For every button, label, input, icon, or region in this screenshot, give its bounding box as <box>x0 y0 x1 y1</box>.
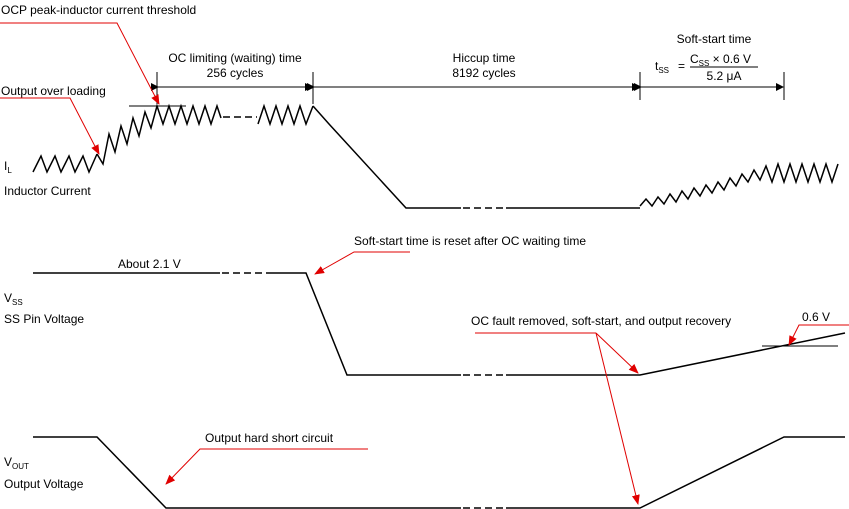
il-decay <box>312 105 461 209</box>
oc-limiting-title: OC limiting (waiting) time <box>168 51 302 65</box>
vss-threshold-label: 0.6 V <box>802 310 830 324</box>
vss-0p6v-leader <box>788 324 849 346</box>
formula-lhs: tSS <box>655 59 669 75</box>
output-over-loading-callout: Output over loading <box>1 84 106 98</box>
vout-short <box>33 436 461 509</box>
vss-level-label: About 2.1 V <box>118 257 181 271</box>
il-softstart-ripple <box>639 161 839 208</box>
oc-limiting-cycles: 256 cycles <box>207 66 264 80</box>
callout-lines <box>0 22 849 505</box>
ss-voltage-trace <box>33 272 846 376</box>
vout-recovery <box>506 436 845 509</box>
il-overload-ripple <box>96 103 222 167</box>
hiccup-title: Hiccup time <box>453 51 516 65</box>
oc-fault-leader-vout <box>595 332 640 505</box>
vss-softstart-ramp <box>506 332 846 376</box>
over-loading-leader <box>0 97 100 155</box>
hiccup-cycles: 8192 cycles <box>452 66 515 80</box>
vout-name: Output Voltage <box>4 477 84 491</box>
ss-reset-leader <box>314 251 410 275</box>
formula-numerator: CSS × 0.6 V <box>690 52 751 68</box>
vss-name: SS Pin Voltage <box>4 312 84 326</box>
interval-markers <box>151 72 785 104</box>
formula-equals: = <box>678 59 685 73</box>
il-symbol: IL <box>4 159 12 175</box>
inductor-current-trace <box>32 103 839 209</box>
ocp-threshold-callout: OCP peak-inductor current threshold <box>1 3 196 17</box>
il-oc-ripple-2 <box>257 103 314 127</box>
oc-fault-removed-callout: OC fault removed, soft-start, and output… <box>471 314 731 328</box>
vss-discharge <box>266 272 461 376</box>
oc-fault-leader-ss <box>595 332 639 374</box>
vout-trace <box>33 436 845 509</box>
softstart-formula: tSS = CSS × 0.6 V 5.2 μA <box>655 52 758 83</box>
hard-short-callout: Output hard short circuit <box>205 431 334 445</box>
ss-reset-callout: Soft-start time is reset after OC waitin… <box>354 234 586 248</box>
ocp-threshold-leader <box>0 22 160 105</box>
il-name: Inductor Current <box>4 184 91 198</box>
softstart-title: Soft-start time <box>677 32 752 46</box>
vout-symbol: VOUT <box>4 455 29 471</box>
formula-denominator: 5.2 μA <box>707 69 742 83</box>
il-normal-ripple <box>32 153 98 174</box>
hard-short-leader <box>165 448 368 485</box>
vss-symbol: VSS <box>4 291 23 307</box>
